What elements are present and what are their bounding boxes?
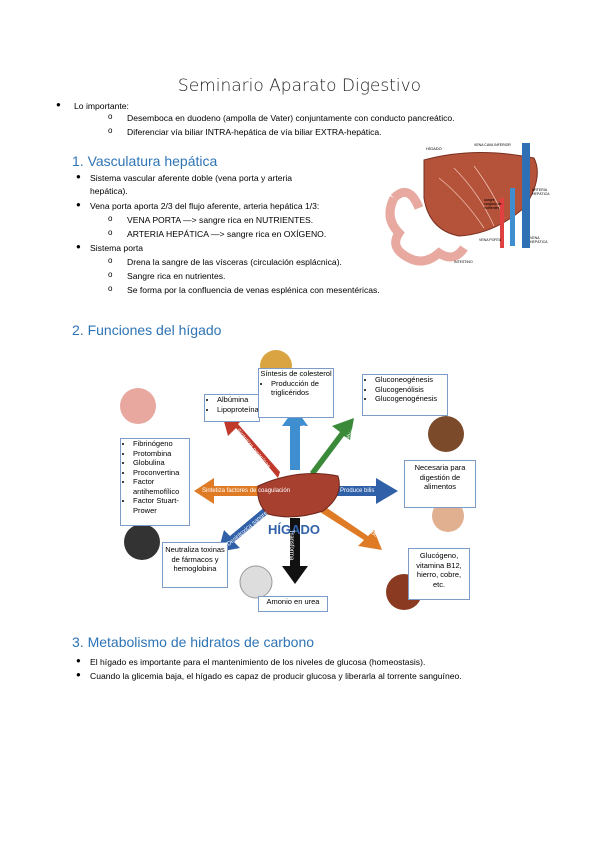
intro-label: Lo importante: [74, 101, 129, 111]
section-heading: 1. Vasculatura hepática [72, 153, 218, 169]
list-item: ARTERIA HEPÁTICA —> sangre rica en OXÍGE… [127, 229, 327, 239]
liver-vasculature-figure: HÍGADO VENA CAVA INFERIOR ARTERIA HEPÁTI… [384, 138, 556, 272]
box-item: Proconvertina [133, 468, 189, 478]
fig-label: VENA CAVA INFERIOR [474, 143, 511, 147]
liver-functions-diagram: AlbúminaLipoproteínas Síntesis de colest… [118, 346, 476, 616]
box-item: Protombina [133, 449, 189, 459]
box-item: Factor Stuart-Prower [133, 496, 189, 515]
list-item: Vena porta aporta 2/3 del flujo aferente… [90, 201, 320, 211]
bullet-icon: o [108, 256, 113, 265]
bullet-icon: o [108, 214, 113, 223]
fig-label: sangre cargada de nutrientes [484, 198, 502, 210]
list-item: VENA PORTA —> sangre rica en NUTRIENTES. [127, 215, 314, 225]
box-vitaminas: Glucógeno, vitamina B12, hierro, cobre, … [408, 548, 470, 600]
list-item: Drena la sangre de las vísceras (circula… [127, 257, 342, 267]
bullet-icon: o [108, 126, 113, 135]
bullet-icon: o [108, 228, 113, 237]
fig-label: ARTERIA HEPÁTICA [532, 188, 550, 196]
box-item: Fibrinógeno [133, 439, 189, 449]
box-toxinas: Neutraliza toxinas de fármacos y hemoglo… [162, 542, 228, 588]
bullet-icon: ● [56, 100, 61, 109]
list-item: Sistema vascular aferente doble (vena po… [90, 173, 293, 183]
intro-item: Desemboca en duodeno (ampolla de Vater) … [127, 113, 455, 123]
center-label: HÍGADO [268, 522, 320, 537]
bullet-icon: ● [76, 200, 81, 209]
bullet-icon: ● [76, 242, 81, 251]
box-item: Glucogenogénesis [375, 394, 447, 404]
fig-label: VENA HEPÁTICA [530, 236, 548, 244]
arrow-label: Produce bilis [340, 488, 375, 494]
list-item: Sistema porta [90, 243, 144, 253]
box-amonio: Amonio en urea [258, 596, 328, 612]
bullet-icon: o [108, 284, 113, 293]
list-item: Sangre rica en nutrientes. [127, 271, 226, 281]
box-colesterol: Síntesis de colesterol Producción de tri… [258, 368, 334, 418]
list-item: Cuando la glicemia baja, el hígado es ca… [90, 671, 462, 681]
box-item: Producción de triglicéridos [271, 379, 333, 398]
box-item: Glucogenólisis [375, 385, 447, 395]
list-item: El hígado es importante para el mantenim… [90, 657, 426, 667]
box-item: Factor antihemofílico [133, 477, 189, 496]
arrow-label: Transforma [288, 529, 295, 561]
box-item: Gluconeogénesis [375, 375, 447, 385]
section-heading: 3. Metabolismo de hidratos de carbono [72, 634, 315, 650]
bullet-icon: ● [76, 656, 81, 665]
fig-label: HÍGADO [426, 146, 442, 151]
bullet-icon: ● [76, 670, 81, 679]
list-item: hepática). [90, 186, 128, 196]
arrow-label: Sintetiza factores de coagulación [202, 488, 291, 494]
fig-label: INTESTINO [454, 260, 473, 264]
box-gluco: GluconeogénesisGlucogenólisisGlucogenogé… [362, 374, 448, 416]
box-item: Lipoproteínas [217, 405, 262, 415]
box-coagulacion: FibrinógenoProtombinaGlobulinaProconvert… [120, 438, 190, 526]
arrow-label: Metaboliza lípidos [301, 424, 308, 474]
box-bilis: Necesaria para digestión de alimentos [404, 460, 476, 508]
bullet-icon: o [108, 270, 113, 279]
section-heading: 2. Funciones del hígado [72, 322, 222, 338]
box-item: Síntesis de colesterol [260, 369, 332, 378]
list-item: Se forma por la confluencia de venas esp… [127, 285, 380, 295]
fig-label: VENA PORTA [479, 238, 502, 242]
box-item: Globulina [133, 458, 189, 468]
box-albumina: AlbúminaLipoproteínas [204, 394, 262, 422]
box-item: Albúmina [217, 395, 259, 405]
bullet-icon: o [108, 112, 113, 121]
bullet-icon: ● [76, 172, 81, 181]
page-title: Seminario Aparato Digestivo [177, 76, 422, 96]
intro-item: Diferenciar vía biliar INTRA-hepática de… [127, 127, 382, 137]
